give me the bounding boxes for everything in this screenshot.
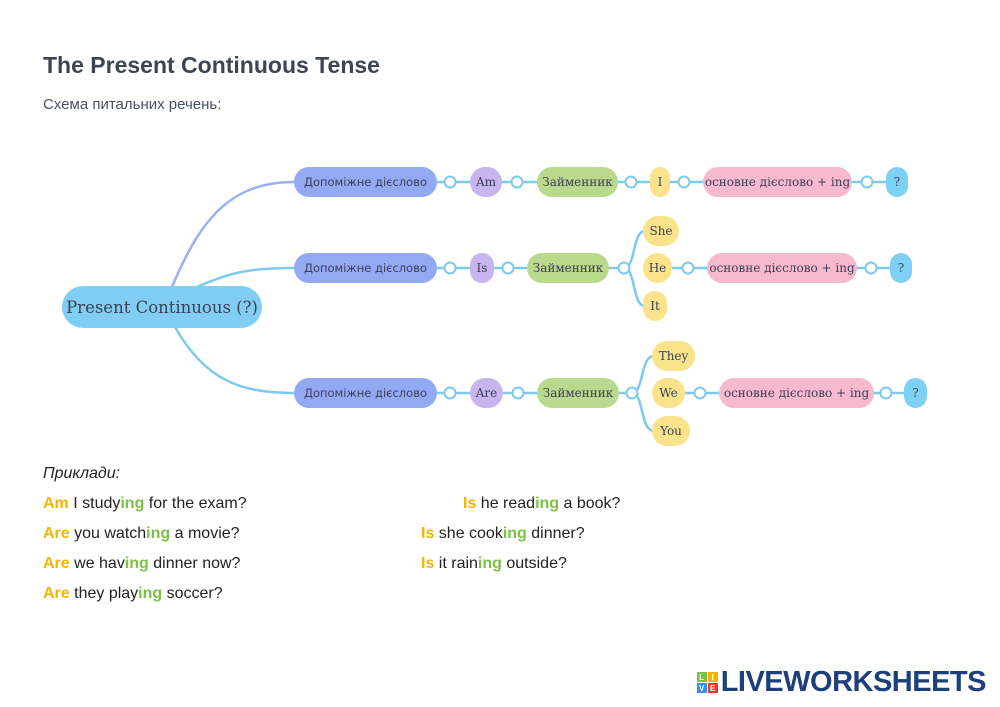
question-mark-node: ? [886,167,908,197]
connector-dot [693,386,707,400]
branch-line-is [194,266,295,290]
example-sentence: Are they playing soccer? [43,585,223,602]
aux-node: Допоміжне дієслово [294,378,437,408]
connector-dot [617,261,631,275]
pronoun-item: You [652,416,690,446]
pronoun-item: They [652,341,695,371]
main-verb-node: основне дієслово + ing [707,253,857,283]
logo-text: LIVEWORKSHEETS [720,666,987,698]
connector-dot [677,175,691,189]
connector-dot [879,386,893,400]
example-sentence: Are you watching a movie? [43,525,240,542]
example-sentence: Is she cooking dinner? [421,525,585,542]
aux-node: Допоміжне дієслово [294,167,437,197]
connector-dot [864,261,878,275]
question-mark-node: ? [890,253,912,283]
branch-line-are [173,326,295,395]
question-mark-node: ? [904,378,927,408]
examples-label: Приклади: [43,465,121,482]
pronoun-node: Займенник [537,378,619,408]
pronoun-item: He [643,253,672,283]
pronoun-item: We [652,378,685,408]
example-sentence: Am I studying for the exam? [43,495,247,512]
example-sentence: Is it raining outside? [421,555,567,572]
main-verb-node: основне дієслово + ing [703,167,852,197]
pronoun-node: Займенник [537,167,618,197]
verb-node: Is [470,253,494,283]
aux-node: Допоміжне дієслово [294,253,437,283]
connector-dot [681,261,695,275]
pronoun-item: She [643,216,679,246]
main-verb-node: основне дієслово + ing [719,378,874,408]
connector-dot [443,386,457,400]
pronoun-item: I [650,167,670,197]
connector-dot [511,386,525,400]
connector-dot [510,175,524,189]
pronoun-node: Займенник [527,253,609,283]
verb-node: Are [470,378,503,408]
connector-dot [624,175,638,189]
connector-dot [443,261,457,275]
subtitle: Схема питальних речень: [43,96,222,113]
pronoun-item: It [643,291,667,321]
connector-dot [501,261,515,275]
connector-dot [860,175,874,189]
root-node: Present Continuous (?) [62,286,262,328]
connector-dot [443,175,457,189]
example-sentence: Are we having dinner now? [43,555,241,572]
connector-dot [625,386,639,400]
example-sentence: Is he reading a book? [463,495,621,512]
logo-icon: L I V E [696,672,718,693]
branch-line-am [170,180,295,288]
verb-node: Am [470,167,502,197]
page-title: The Present Continuous Tense [43,52,380,78]
liveworksheets-logo: L I V E LIVEWORKSHEETS [696,666,987,699]
